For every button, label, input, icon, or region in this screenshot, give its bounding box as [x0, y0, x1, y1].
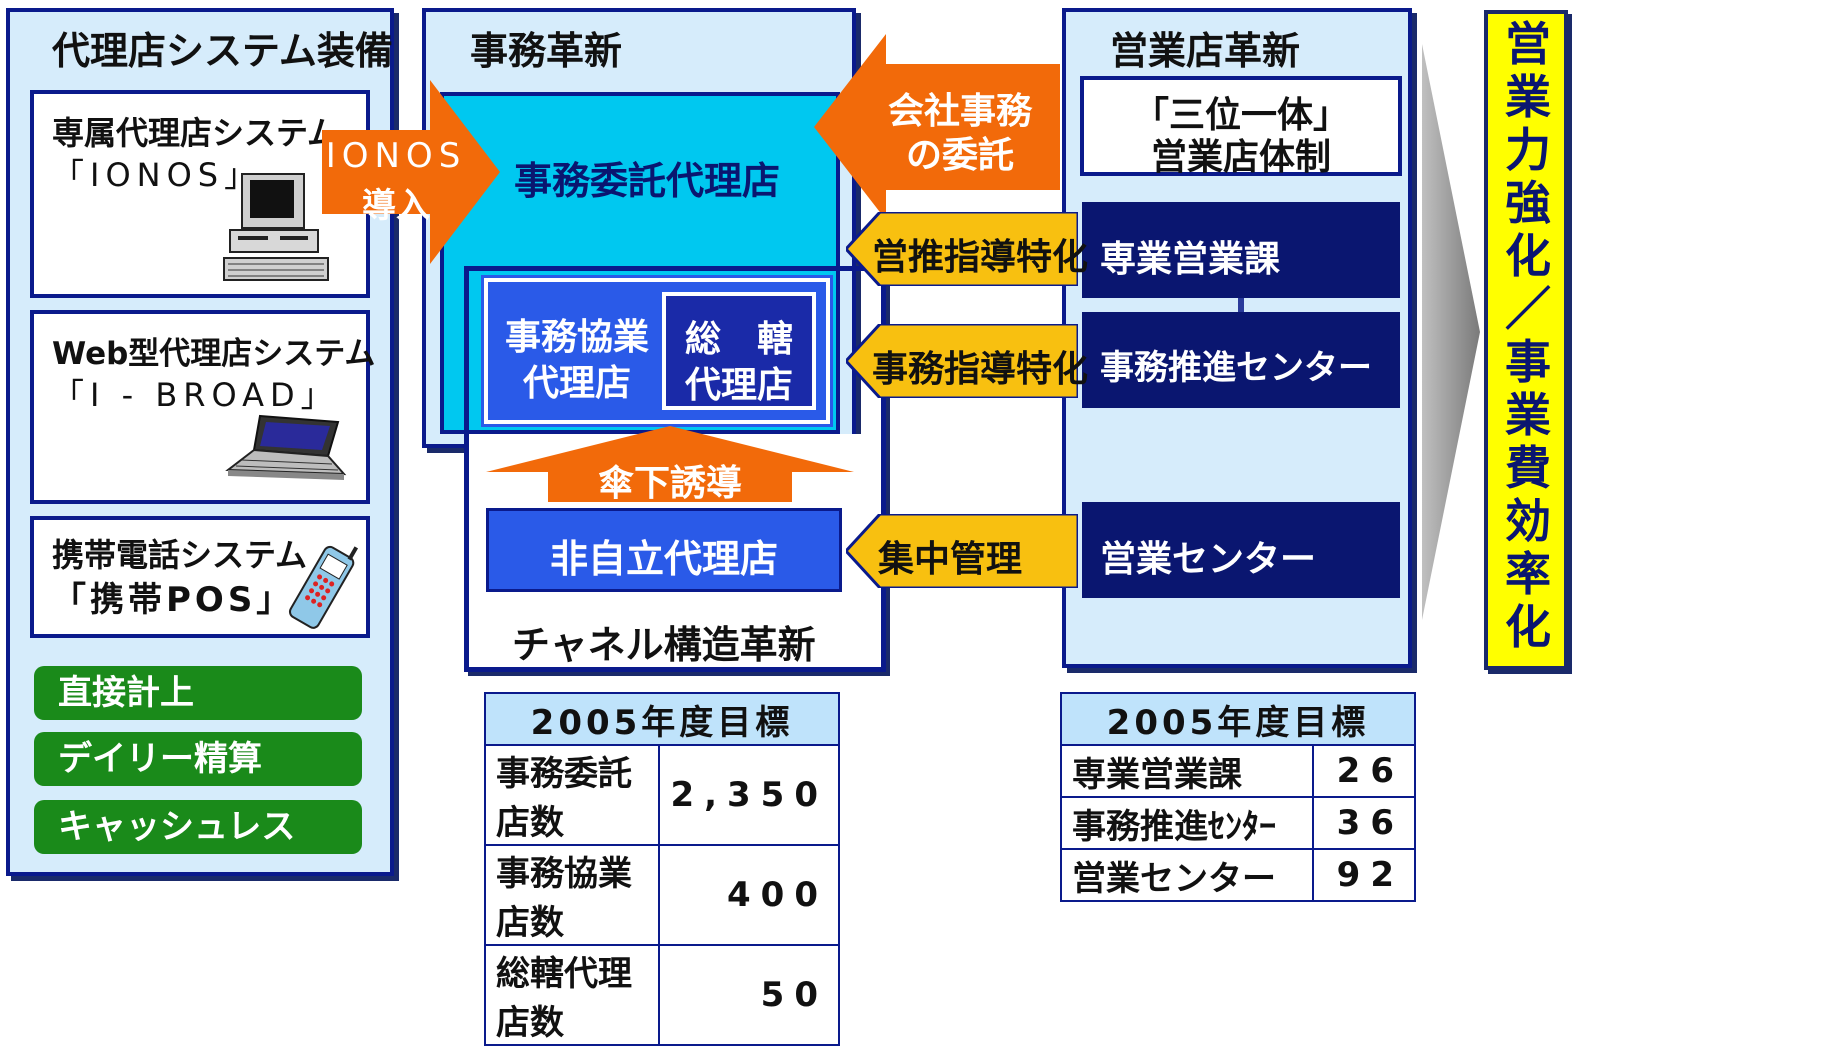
feature-cashless: キャッシュレス: [34, 800, 362, 854]
trinity-line1: 「三位一体」: [1132, 95, 1349, 136]
coop-agency-line1: 事務協業: [504, 317, 649, 358]
table-row: 専業営業課 26: [1060, 744, 1416, 798]
goals-right-header: 2005年度目標: [1060, 692, 1416, 746]
sales-guidance-label: 営推指導特化: [872, 237, 1089, 278]
general-agency-box: 総 轄 代理店: [662, 292, 816, 410]
result-chevron-arrow: [1422, 44, 1480, 620]
goals-right-value: 92: [1312, 848, 1416, 902]
office-delegation-line2: の委託: [905, 135, 1014, 176]
ionos-intro-line2: 導入: [362, 186, 430, 226]
dedicated-sales-section-box: [1082, 202, 1400, 298]
goals-table-left: 2005年度目標 事務委託店数 2,350 事務協業店数 400 総轄代理店数 …: [483, 692, 840, 1046]
desktop-computer-icon: [223, 173, 329, 281]
goals-right-value: 36: [1312, 796, 1416, 850]
central-management-label: 集中管理: [878, 539, 1023, 580]
office-promotion-center-box: [1082, 312, 1400, 408]
dedicated-sales-section-label: 専業営業課: [1100, 239, 1281, 280]
office-delegation-arrow: [814, 34, 1060, 220]
sales-center-box: [1082, 502, 1400, 598]
mobile-pos-system-code: 「携帯POS」: [52, 580, 295, 620]
table-row: 事務推進ｾﾝﾀｰ 36: [1060, 796, 1416, 850]
ionos-system-name: 専属代理店システム: [52, 114, 340, 152]
goals-right-value: 26: [1312, 744, 1416, 798]
goals-table-right: 2005年度目標 専業営業課 26 事務推進ｾﾝﾀｰ 36 営業センター 92: [1060, 692, 1416, 902]
branch-innovation-title: 営業店革新: [1110, 29, 1301, 73]
result-bar: [1484, 10, 1568, 670]
office-promotion-center-label: 事務推進センター: [1100, 348, 1372, 388]
trinity-system-box: 「三位一体」 営業店体制: [1080, 76, 1402, 178]
goals-left-label: 事務委託店数: [483, 744, 661, 846]
channel-structure-panel: [464, 266, 886, 672]
table-row: 事務委託店数 2,350: [483, 744, 840, 846]
trinity-line2: 営業店体制: [1150, 137, 1331, 178]
general-agency-line1: 総 轄: [684, 319, 793, 360]
goals-left-header: 2005年度目標: [484, 692, 840, 746]
channel-structure-label: チャネル構造革新: [512, 623, 816, 667]
ionos-intro-arrow: [322, 80, 500, 264]
sales-center-label: 営業センター: [1100, 539, 1317, 580]
non-independent-agency-box: [486, 508, 842, 592]
general-agency-line2: 代理店: [684, 365, 793, 406]
up-induction-label: 傘下誘導: [597, 463, 742, 504]
goals-left-value: 50: [658, 944, 840, 1046]
ibroad-system-box: Web型代理店システム 「I - BROAD」: [30, 310, 375, 504]
office-delegation-agency-label: 事務委託代理店: [514, 159, 781, 203]
office-guidance-label: 事務指導特化: [872, 349, 1089, 390]
feature-daily-settlement: デイリー精算: [34, 732, 362, 786]
ionos-system-code: 「IONOS」: [52, 156, 263, 194]
goals-right-label: 専業営業課: [1060, 744, 1314, 798]
table-row: 営業センター 92: [1060, 848, 1416, 902]
laptop-icon: [225, 414, 347, 480]
ibroad-system-code: 「I - BROAD」: [52, 376, 339, 414]
up-induction-arrow: [486, 426, 854, 502]
feature-direct-booking: 直接計上: [34, 666, 362, 720]
goals-left-value: 2,350: [658, 744, 840, 846]
coop-agency-box: 事務協業 代理店: [494, 290, 660, 412]
goals-left-value: 400: [658, 844, 840, 946]
ibroad-system-name: Web型代理店システム: [52, 336, 376, 372]
ionos-system-box: 専属代理店システム 「IONOS」: [30, 90, 370, 298]
goals-left-label: 総轄代理店数: [483, 944, 661, 1046]
non-independent-agency-label: 非自立代理店: [549, 537, 778, 581]
goals-right-label: 事務推進ｾﾝﾀｰ: [1060, 796, 1314, 850]
table-row: 事務協業店数 400: [483, 844, 840, 946]
mobile-pos-system-box: 携帯電話システム 「携帯POS」: [30, 516, 370, 638]
office-innovation-title: 事務革新: [470, 29, 623, 73]
sales-guidance-arrow: [846, 212, 1078, 286]
central-management-arrow: [846, 514, 1078, 588]
mobile-phone-icon: [288, 545, 359, 629]
goals-left-label: 事務協業店数: [483, 844, 661, 946]
result-bar-text: 営業力強化／事業費効率化: [1505, 17, 1551, 654]
goals-right-label: 営業センター: [1060, 848, 1314, 902]
coop-agency-line2: 代理店: [522, 363, 631, 404]
unit-connector-line: [1238, 298, 1244, 314]
office-delegation-line1: 会社事務: [887, 91, 1032, 132]
ionos-intro-line1: IONOS: [325, 136, 467, 176]
agency-system-title: 代理店システム装備: [52, 29, 393, 73]
office-guidance-arrow: [846, 324, 1078, 398]
mobile-pos-system-name: 携帯電話システム: [52, 536, 308, 574]
table-row: 総轄代理店数 50: [483, 944, 840, 1046]
